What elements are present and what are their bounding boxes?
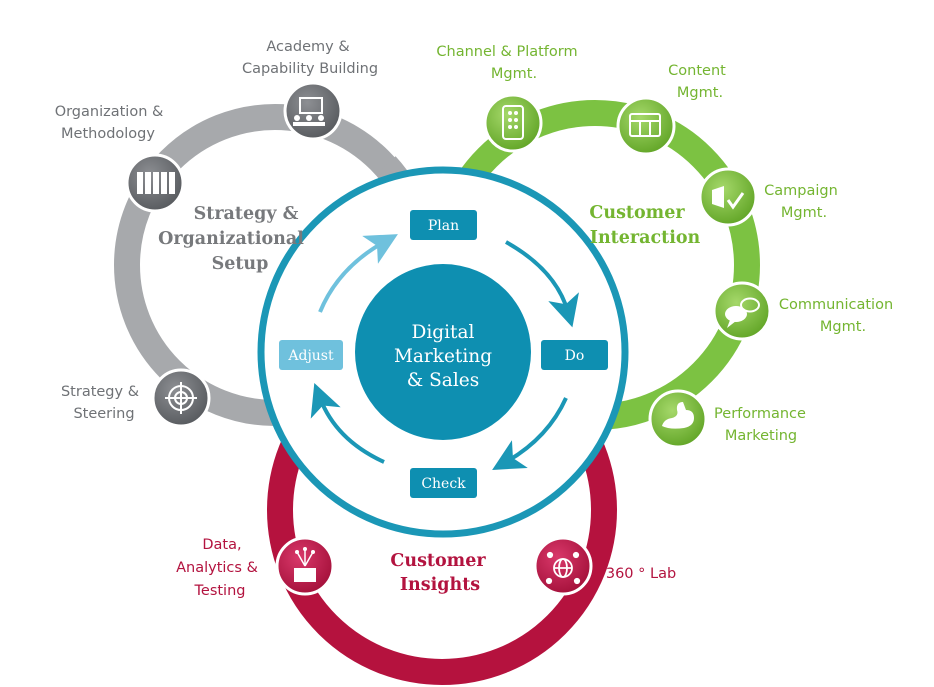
- data-node[interactable]: [275, 536, 335, 596]
- arrow-adjust-plan: [318, 234, 398, 313]
- content-node[interactable]: [616, 96, 676, 156]
- strategy-title-line3: Setup: [212, 254, 269, 274]
- lab-node[interactable]: [533, 536, 593, 596]
- insights-title-line1: Customer: [390, 551, 486, 571]
- arrow-plan-do: [505, 240, 579, 328]
- insights-title-line2: Insights: [400, 575, 480, 595]
- organization-label-line2: Methodology: [61, 126, 155, 142]
- interaction-title-line2: Interaction: [590, 228, 701, 248]
- flexed-arm-icon: [662, 402, 694, 429]
- campaign-label-line2: Mgmt.: [781, 205, 827, 221]
- data-box-icon: [294, 547, 316, 582]
- communication-node[interactable]: [712, 281, 772, 341]
- performance-label-line1: Performance: [714, 406, 806, 422]
- communication-label-line2: Mgmt.: [820, 319, 866, 335]
- academy-node[interactable]: [283, 81, 343, 141]
- cards-icon: [629, 113, 661, 137]
- binders-icon: [137, 172, 175, 194]
- plan-button[interactable]: Plan: [410, 210, 477, 240]
- strategy-title-line1: Strategy &: [194, 204, 299, 224]
- adjust-button[interactable]: Adjust: [279, 340, 343, 370]
- megaphone-icon: [712, 186, 745, 210]
- adjust-label: Adjust: [287, 348, 334, 364]
- campaign-node[interactable]: [698, 167, 758, 227]
- steering-label-line1: Strategy &: [61, 384, 139, 400]
- center-title-line3: & Sales: [407, 370, 479, 391]
- check-button[interactable]: Check: [410, 468, 477, 498]
- cycle-group: Plan Do Check Adjust Digital Marketing &…: [257, 166, 629, 538]
- globe-network-icon: [545, 551, 581, 585]
- performance-label-line2: Marketing: [725, 428, 797, 444]
- academy-label-line1: Academy &: [266, 39, 349, 55]
- speech-bubbles-icon: [725, 297, 760, 328]
- do-label: Do: [565, 348, 585, 364]
- academy-label-line2: Capability Building: [242, 61, 378, 77]
- organization-label-line1: Organization &: [55, 104, 164, 120]
- steering-node[interactable]: [151, 368, 211, 428]
- organization-node[interactable]: [125, 153, 185, 213]
- mobile-icon: [502, 105, 524, 140]
- campaign-label-line1: Campaign: [764, 183, 838, 199]
- channel-label-line2: Mgmt.: [491, 66, 537, 82]
- communication-label-line1: Communication: [779, 297, 893, 313]
- steering-label-line2: Steering: [73, 406, 134, 422]
- performance-node[interactable]: [648, 389, 708, 449]
- data-label-line3: Testing: [194, 583, 246, 599]
- plan-label: Plan: [428, 218, 459, 234]
- arrow-check-adjust: [310, 383, 385, 464]
- strategy-title-line2: Organizational: [158, 229, 304, 249]
- channel-label-line1: Channel & Platform: [436, 44, 577, 60]
- center-title-line2: Marketing: [394, 346, 492, 367]
- interaction-title-line1: Customer: [589, 203, 685, 223]
- do-button[interactable]: Do: [541, 340, 608, 370]
- content-label-line1: Content: [668, 63, 726, 79]
- arrow-do-check: [492, 397, 568, 470]
- presentation-icon: [293, 97, 325, 126]
- check-label: Check: [421, 476, 466, 492]
- channel-node[interactable]: [483, 93, 543, 153]
- content-label-line2: Mgmt.: [677, 85, 723, 101]
- center-title-line1: Digital: [412, 322, 475, 343]
- data-label-line1: Data,: [202, 537, 241, 553]
- target-icon: [165, 382, 197, 414]
- center-disc: [355, 264, 531, 440]
- lab-label: 360 ° Lab: [606, 566, 676, 582]
- data-label-line2: Analytics &: [176, 560, 258, 576]
